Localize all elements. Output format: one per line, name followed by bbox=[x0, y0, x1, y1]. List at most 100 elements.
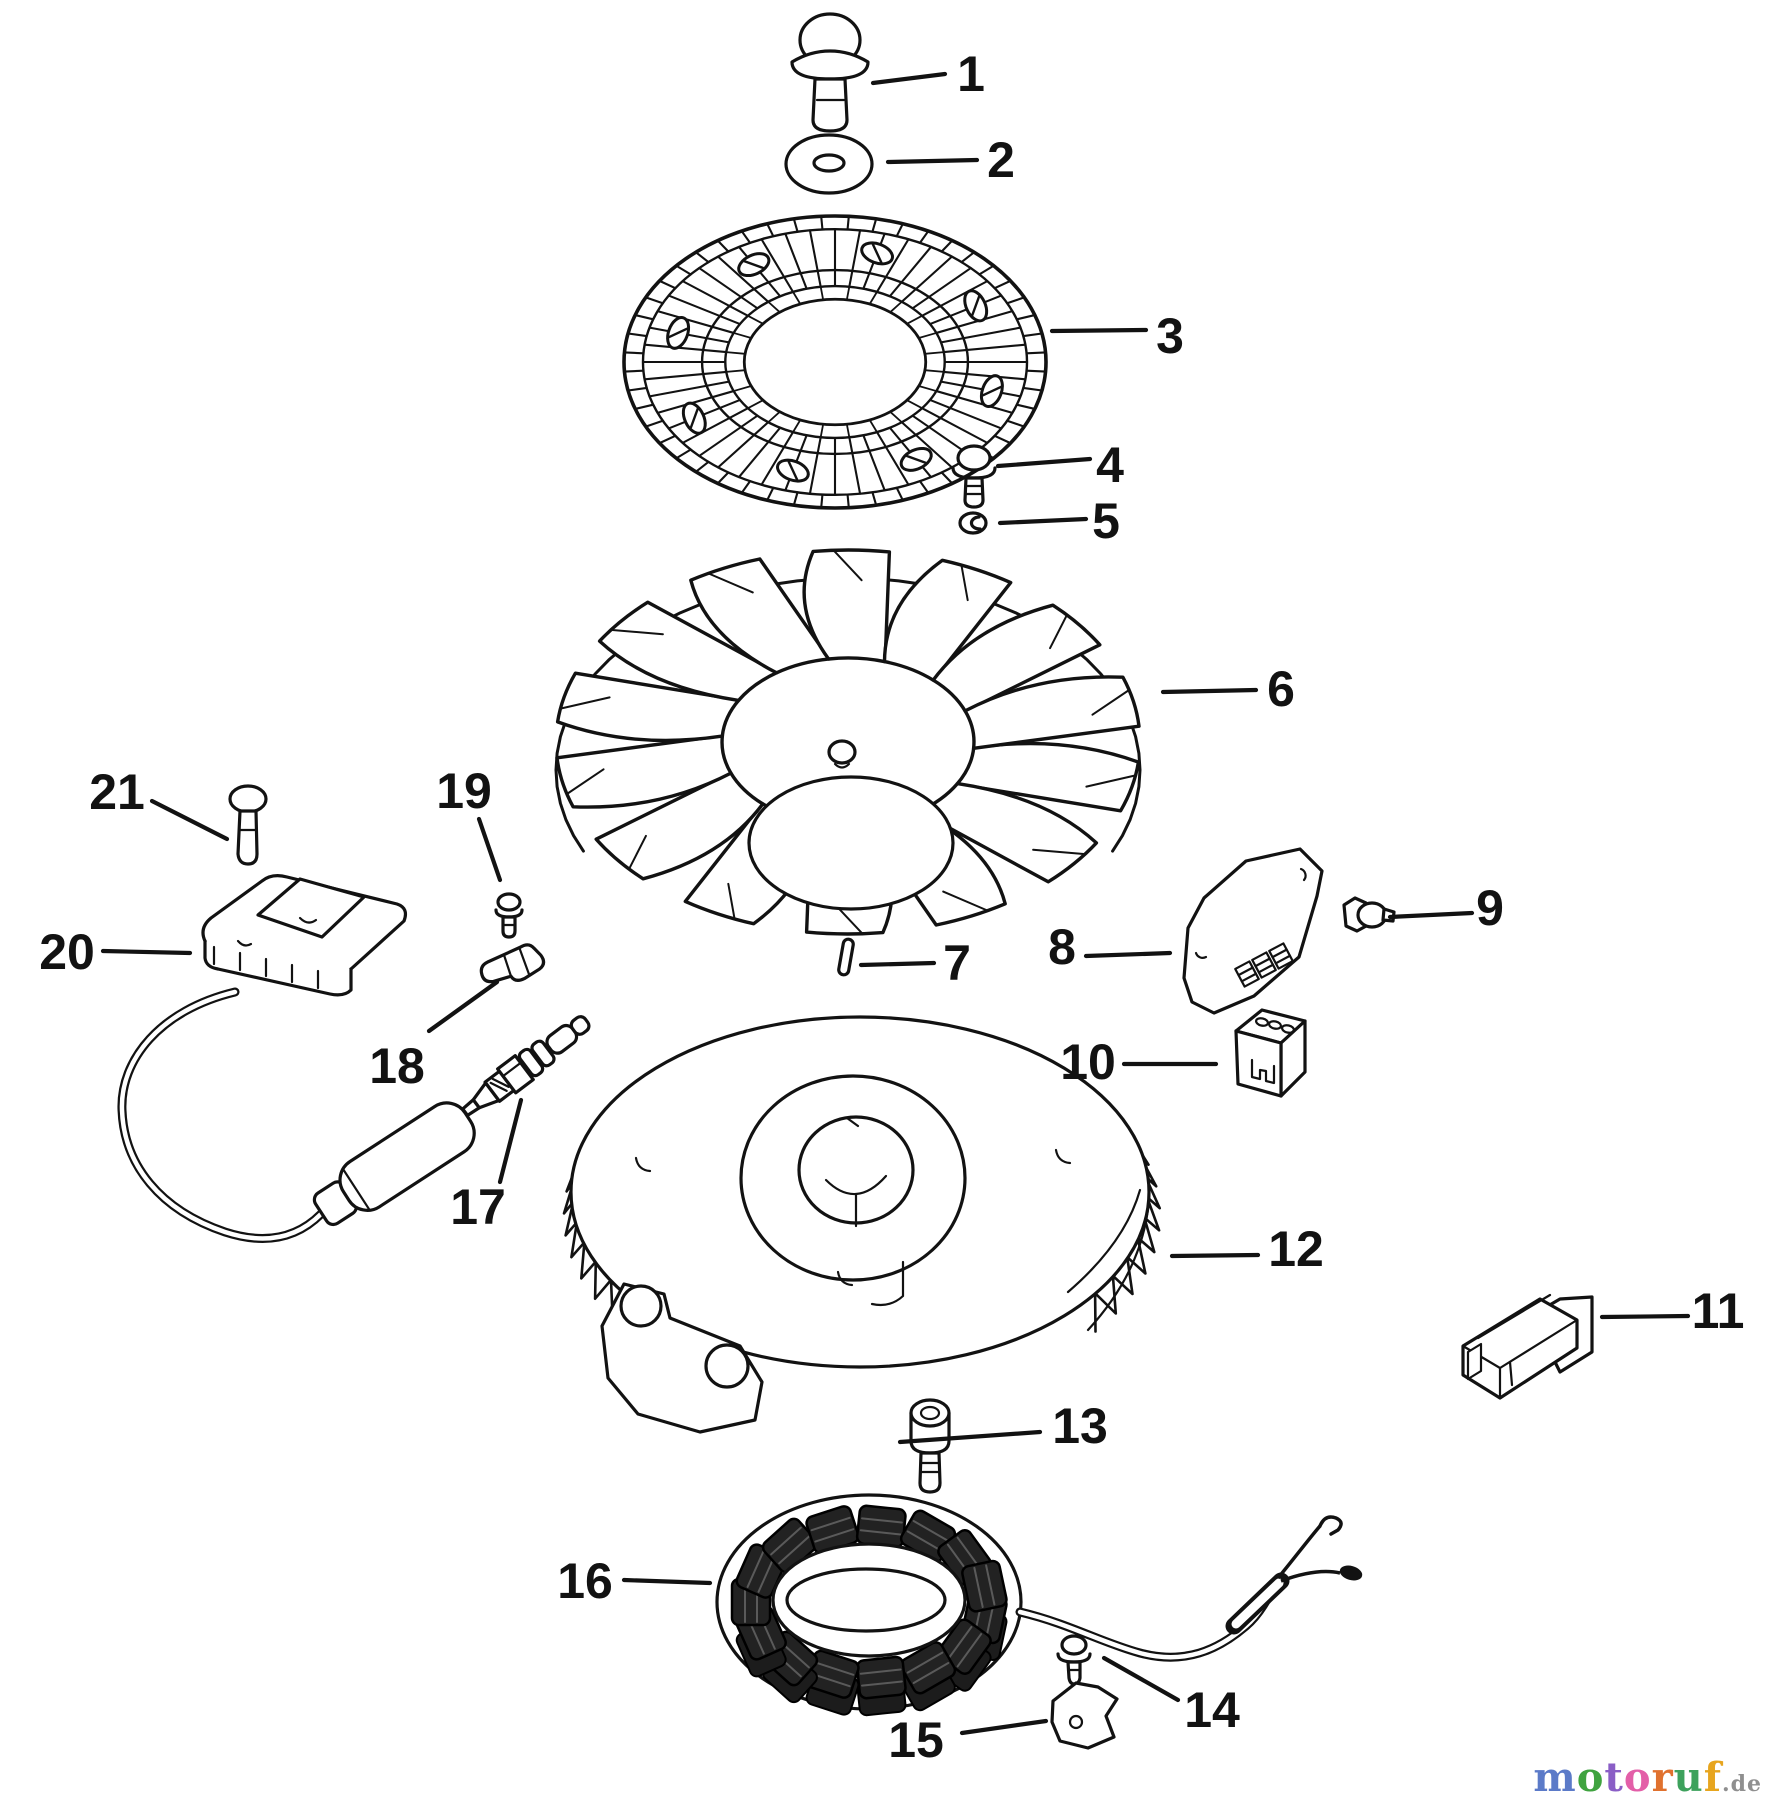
callout-washer: 2 bbox=[987, 132, 1015, 188]
screen-slot bbox=[979, 374, 1004, 408]
callout-clip-screw: 19 bbox=[436, 763, 492, 819]
watermark-letter: t bbox=[1604, 1754, 1624, 1800]
callout-screen-nut: 5 bbox=[1092, 493, 1120, 549]
part-flywheel-bolt bbox=[909, 1398, 951, 1494]
part-connector bbox=[1461, 1293, 1594, 1400]
leader-line-5 bbox=[997, 516, 1089, 526]
leader-line-16 bbox=[621, 1577, 713, 1586]
callout-retainer-bolt: 1 bbox=[957, 46, 985, 102]
leader-line-4 bbox=[995, 456, 1093, 469]
spark-plug-wire bbox=[117, 987, 326, 1243]
watermark-letter: f bbox=[1703, 1754, 1722, 1800]
screen-slot bbox=[860, 241, 894, 266]
spark-plug-boot bbox=[312, 1101, 476, 1227]
leader-line-12 bbox=[1169, 1252, 1261, 1259]
part-wire-bracket bbox=[1050, 1681, 1119, 1750]
fan-blade bbox=[597, 600, 779, 703]
screen-slot bbox=[963, 289, 989, 323]
callout-flywheel-key: 7 bbox=[943, 935, 971, 991]
part-screen-nut bbox=[958, 511, 988, 535]
leader-line-7 bbox=[858, 960, 937, 968]
watermark-letter: m bbox=[1533, 1754, 1577, 1800]
part-spark-plug bbox=[461, 1015, 591, 1117]
stator-coil bbox=[961, 1559, 1008, 1613]
callout-plate-screw: 9 bbox=[1476, 880, 1504, 936]
callout-spark-plug: 17 bbox=[450, 1179, 506, 1235]
part-module-screw bbox=[228, 784, 268, 866]
fan-blade bbox=[802, 548, 892, 664]
fan-blade bbox=[555, 734, 733, 809]
part-screen-screw bbox=[951, 444, 997, 509]
leader-line-3 bbox=[1049, 327, 1149, 334]
leader-line-19 bbox=[476, 816, 503, 883]
part-rectifier-module bbox=[1234, 1008, 1307, 1098]
callout-cooling-fan: 6 bbox=[1267, 661, 1295, 717]
part-ignition-module bbox=[201, 874, 408, 997]
fan-blade bbox=[555, 671, 741, 743]
leader-line-9 bbox=[1387, 910, 1475, 920]
fan-blade bbox=[963, 675, 1141, 750]
watermark-suffix: .de bbox=[1721, 1771, 1762, 1797]
part-flywheel bbox=[562, 1015, 1161, 1434]
part-cooling-fan bbox=[554, 548, 1142, 936]
leader-line-1 bbox=[870, 71, 948, 86]
callout-screen-screw: 4 bbox=[1096, 437, 1124, 493]
part-stator-screw bbox=[1056, 1634, 1092, 1686]
callout-cable-clip: 18 bbox=[369, 1038, 425, 1094]
part-clip-screw bbox=[494, 892, 524, 939]
callout-flywheel-bolt: 13 bbox=[1052, 1398, 1108, 1454]
leader-line-21 bbox=[149, 798, 230, 842]
callout-connector: 11 bbox=[1692, 1283, 1745, 1339]
part-stator bbox=[715, 1493, 1023, 1717]
part-plate-screw bbox=[1342, 896, 1396, 933]
callout-flywheel: 12 bbox=[1268, 1221, 1324, 1277]
watermark-letter: r bbox=[1651, 1754, 1674, 1800]
screen-slot bbox=[737, 252, 771, 278]
watermark-brand: motoruf bbox=[1533, 1754, 1722, 1800]
part-retainer-bolt bbox=[790, 12, 870, 133]
leader-line-2 bbox=[885, 157, 980, 165]
part-cable-clip bbox=[479, 943, 546, 984]
stator-coil bbox=[899, 1641, 957, 1695]
stator-coil bbox=[805, 1505, 860, 1555]
screen-slot bbox=[681, 401, 707, 435]
screen-slot bbox=[899, 446, 933, 472]
fan-blade bbox=[689, 557, 831, 675]
leader-line-13 bbox=[897, 1429, 1043, 1445]
part-washer bbox=[784, 133, 874, 195]
stator-coil-ring bbox=[730, 1504, 1008, 1717]
callout-ignition-plate: 8 bbox=[1048, 919, 1076, 975]
stator-coil bbox=[855, 1655, 907, 1700]
part-flywheel-key bbox=[837, 937, 855, 977]
callout-module-screw: 21 bbox=[89, 764, 145, 820]
callout-ignition-module: 20 bbox=[39, 924, 95, 980]
part-ignition-plate bbox=[1182, 847, 1324, 1015]
leader-line-15 bbox=[959, 1718, 1049, 1736]
stator-coil bbox=[855, 1504, 907, 1549]
callout-rectifier-module: 10 bbox=[1060, 1034, 1116, 1090]
part-debris-screen bbox=[622, 214, 1048, 510]
screen-slot bbox=[776, 458, 810, 483]
watermark-letter: o bbox=[1576, 1754, 1605, 1800]
screen-pattern bbox=[622, 214, 1048, 510]
leader-line-18 bbox=[426, 979, 500, 1034]
callout-stator-screw: 14 bbox=[1184, 1682, 1240, 1738]
screen-slot bbox=[666, 316, 691, 350]
leader-line-6 bbox=[1160, 687, 1259, 695]
fan-blade bbox=[917, 781, 1099, 884]
leader-line-14 bbox=[1101, 1655, 1181, 1703]
leader-line-17 bbox=[497, 1097, 524, 1185]
watermark-letter: o bbox=[1623, 1754, 1652, 1800]
watermark-motoruf: motoruf.de bbox=[1533, 1758, 1762, 1798]
callout-wire-bracket: 15 bbox=[888, 1712, 944, 1768]
fan-blade bbox=[882, 558, 1013, 683]
leader-line-20 bbox=[100, 948, 193, 956]
watermark-letter: u bbox=[1673, 1754, 1704, 1800]
leader-line-8 bbox=[1083, 950, 1173, 959]
fan-blade bbox=[955, 741, 1141, 813]
callout-debris-screen: 3 bbox=[1156, 308, 1184, 364]
leader-line-11 bbox=[1599, 1313, 1691, 1320]
